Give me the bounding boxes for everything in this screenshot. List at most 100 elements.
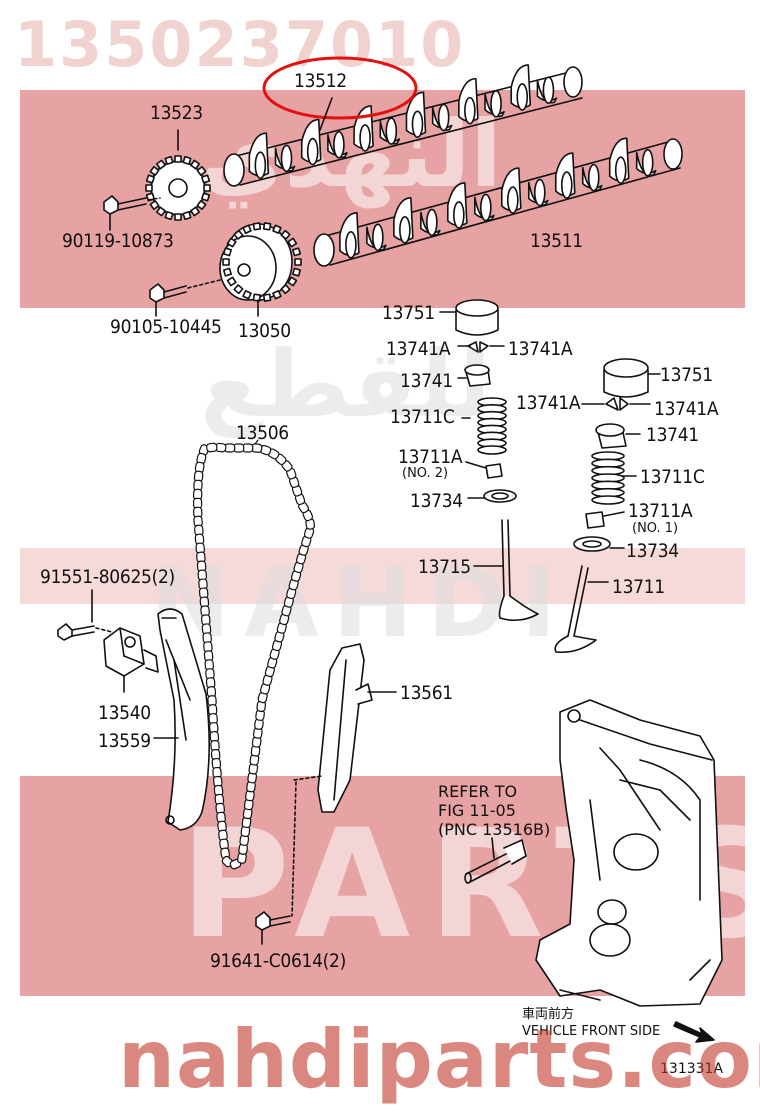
cam-journal bbox=[280, 144, 293, 173]
cam-lobe bbox=[536, 79, 558, 104]
gear-tooth bbox=[292, 267, 302, 277]
gear-tooth bbox=[190, 206, 201, 217]
cam-lobe bbox=[274, 147, 296, 172]
gear-tooth bbox=[174, 213, 182, 221]
cam-journal bbox=[641, 148, 654, 177]
label-13711a-left: 13711A bbox=[398, 446, 463, 468]
cam-lobe bbox=[474, 196, 495, 221]
cam-journal bbox=[333, 130, 345, 159]
cam-journal bbox=[516, 83, 529, 111]
gear-tooth bbox=[292, 247, 302, 257]
bolt-91641 bbox=[255, 775, 323, 945]
cam-lobe bbox=[527, 181, 549, 206]
gear-tooth bbox=[182, 211, 192, 221]
watermark-site: nahdiparts.com bbox=[118, 1013, 760, 1106]
cam-lobe bbox=[581, 166, 603, 191]
label-13751-right: 13751 bbox=[660, 364, 713, 386]
cam-journal bbox=[560, 171, 573, 199]
label-13711c-right: 13711C bbox=[640, 466, 705, 488]
gear-tooth bbox=[287, 237, 298, 248]
label-13711c-left: 13711C bbox=[390, 406, 455, 428]
label-13561: 13561 bbox=[400, 682, 453, 704]
cam-lobe bbox=[327, 133, 348, 159]
bolt-91551 bbox=[57, 589, 113, 641]
label-13050: 13050 bbox=[238, 320, 291, 342]
gear-tooth bbox=[196, 200, 207, 211]
gear-tooth bbox=[203, 184, 211, 192]
label-13540: 13540 bbox=[98, 702, 151, 724]
vvt-gear bbox=[219, 222, 302, 317]
label-13734-left: 13734 bbox=[410, 490, 463, 512]
gear-tooth bbox=[272, 289, 282, 300]
cam-journal bbox=[490, 89, 502, 118]
gear-tooth bbox=[196, 165, 207, 176]
cam-journal bbox=[426, 208, 438, 237]
label-13741-right: 13741 bbox=[646, 424, 699, 446]
cam-journal bbox=[254, 151, 267, 180]
cam-journal bbox=[411, 110, 424, 139]
spring-coil bbox=[477, 445, 507, 455]
cam-journal bbox=[533, 178, 546, 207]
gear-tooth bbox=[174, 155, 182, 163]
gear-tooth bbox=[149, 165, 160, 176]
label-13741a-bottom-left: 13741A bbox=[516, 392, 581, 414]
gear-tooth bbox=[201, 192, 211, 202]
cam-journal bbox=[345, 230, 357, 259]
cam-journal bbox=[385, 117, 398, 145]
gear-tooth bbox=[252, 222, 262, 231]
cam-journal bbox=[542, 76, 555, 104]
cam-journal bbox=[399, 216, 411, 244]
gear-tooth bbox=[226, 237, 237, 248]
label-13512: 13512 bbox=[294, 70, 347, 92]
gear-tooth bbox=[262, 222, 272, 231]
cam-journal bbox=[614, 156, 627, 184]
label-13711a-left-sub: (NO. 2) bbox=[402, 466, 449, 481]
label-90105-10445: 90105-10445 bbox=[110, 316, 222, 338]
label-13741a-left: 13741A bbox=[386, 338, 451, 360]
gear-tooth bbox=[272, 224, 282, 235]
gear-tooth bbox=[280, 229, 291, 240]
timing-chain bbox=[192, 439, 316, 870]
cam-journal bbox=[453, 201, 465, 229]
gear-tooth bbox=[252, 293, 262, 302]
gear-tooth bbox=[222, 258, 230, 266]
gear-tooth bbox=[222, 247, 232, 257]
cam-lobe bbox=[366, 226, 387, 251]
gear-tooth bbox=[233, 229, 244, 240]
label-13506: 13506 bbox=[236, 422, 289, 444]
cam-lobe bbox=[420, 211, 441, 236]
label-13741a-right: 13741A bbox=[508, 338, 573, 360]
label-13741-left: 13741 bbox=[400, 370, 453, 392]
gear-tooth bbox=[201, 174, 211, 184]
bolt-90119 bbox=[103, 195, 161, 231]
gear-tooth bbox=[222, 267, 232, 277]
gear-tooth bbox=[145, 174, 155, 184]
cam-lobe bbox=[635, 151, 657, 177]
front-label-english: VEHICLE FRONT SIDE bbox=[522, 1024, 661, 1039]
label-91641-c0614: 91641-C0614(2) bbox=[210, 950, 346, 972]
watermark-part-number: 1350237010 bbox=[14, 8, 466, 81]
cam-journal bbox=[587, 163, 600, 192]
chain-guide-13561 bbox=[317, 643, 397, 813]
gear-tooth bbox=[145, 184, 153, 192]
gear-tooth bbox=[287, 276, 298, 287]
label-90119-10873: 90119-10873 bbox=[62, 230, 174, 252]
cam-journal bbox=[306, 137, 319, 166]
label-13711a-right: 13711A bbox=[628, 500, 693, 522]
front-arrow-icon bbox=[673, 1021, 715, 1043]
refer-note-line-1: REFER TO bbox=[438, 782, 518, 801]
cam-journal bbox=[480, 193, 492, 222]
gear-tooth bbox=[294, 258, 302, 266]
gear-tooth bbox=[226, 276, 237, 287]
cam-lobe bbox=[379, 120, 401, 145]
label-13523: 13523 bbox=[150, 102, 203, 124]
chain-guide-13559 bbox=[153, 608, 210, 831]
gear-tooth bbox=[280, 284, 291, 295]
cam-journal bbox=[464, 96, 476, 125]
camshaft-exhaust bbox=[223, 64, 583, 187]
cam-pin bbox=[464, 837, 527, 884]
gear-tooth bbox=[182, 155, 192, 165]
refer-note-line-3: (PNC 13516B) bbox=[438, 820, 551, 839]
gear-tooth bbox=[164, 155, 174, 165]
